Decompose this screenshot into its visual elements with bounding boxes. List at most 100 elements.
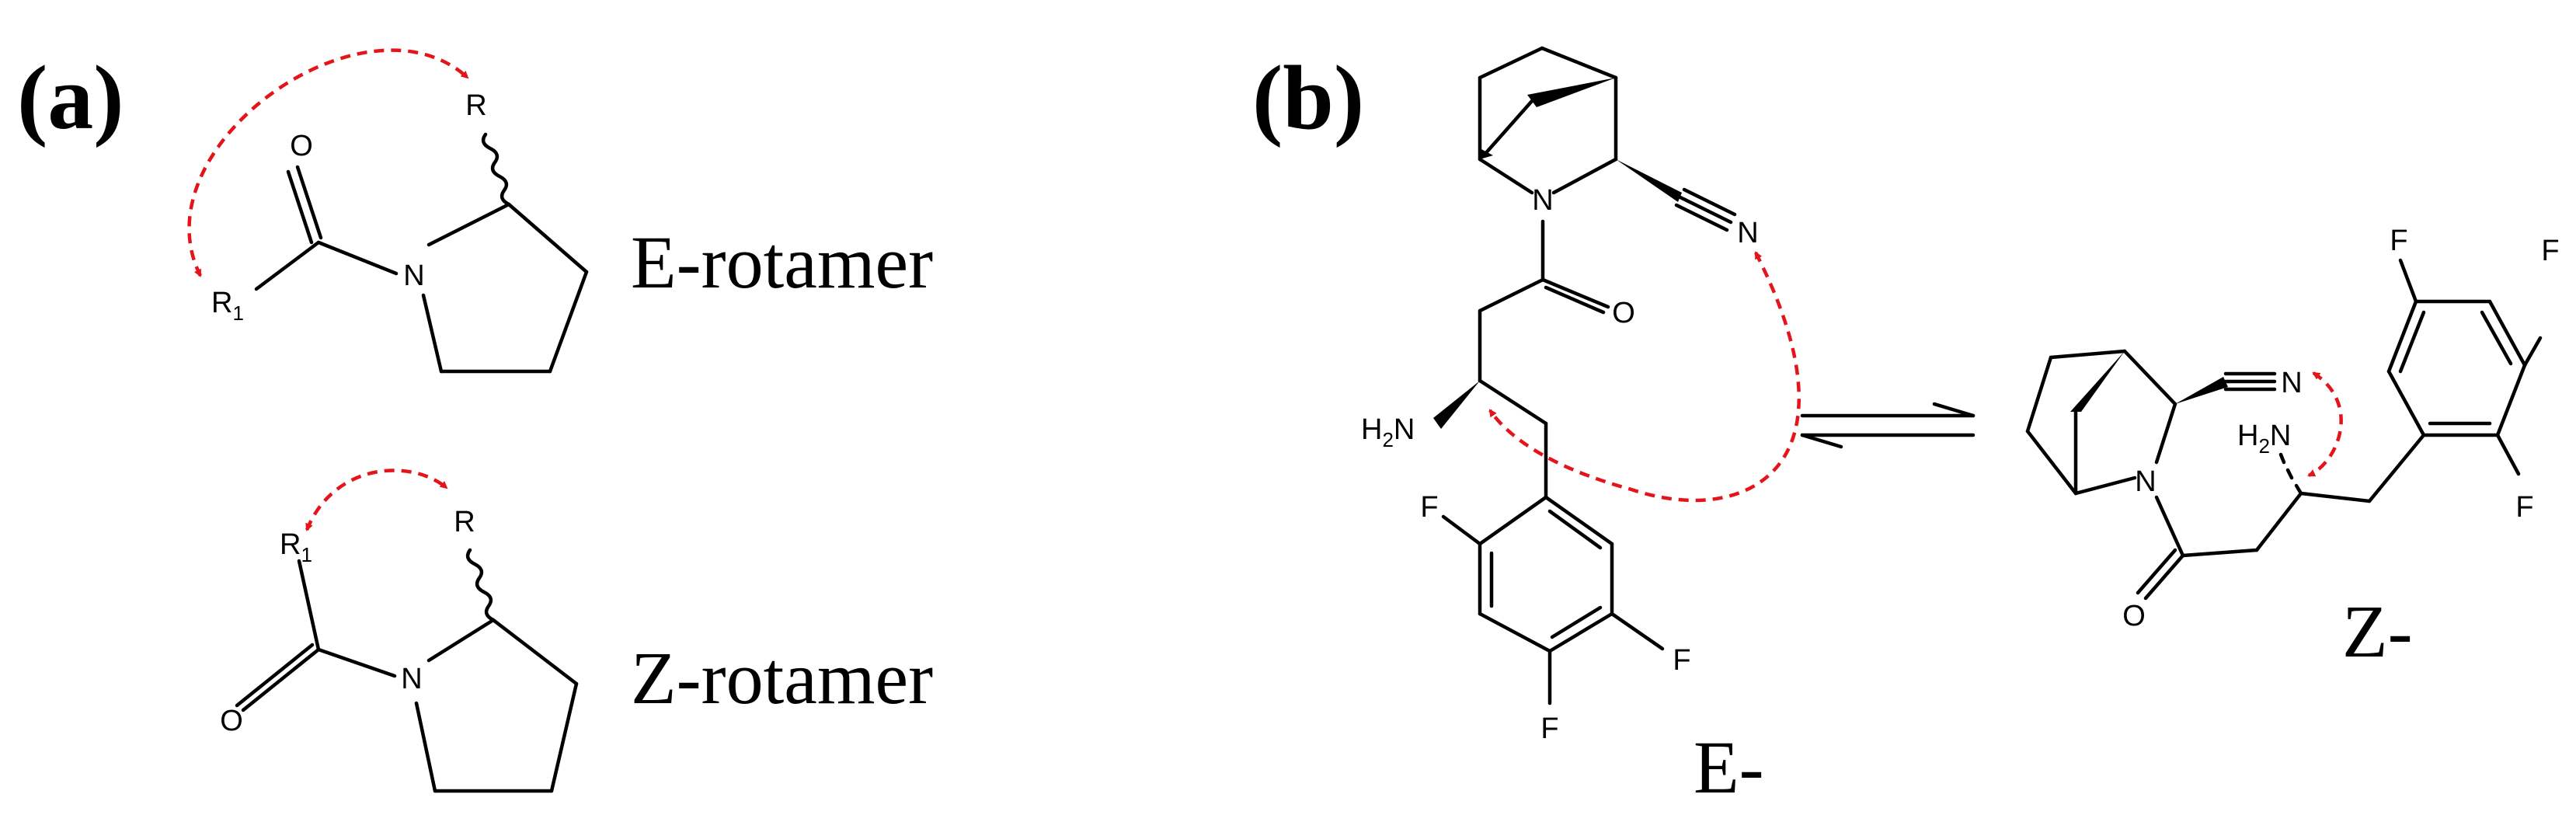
reverse-arrow-barb (1800, 433, 1843, 449)
nitrogen-atom: N (2281, 367, 2302, 399)
z-rotamer-structure: O N R R1 (220, 469, 579, 793)
carbonyl-bond (2136, 548, 2177, 595)
aromatic-bond (2398, 310, 2426, 374)
bond (2398, 258, 2418, 304)
e-conformer-caption: E- (1694, 726, 1764, 809)
bond (2495, 433, 2521, 476)
bond (316, 647, 397, 678)
wedge-bond (2070, 351, 2125, 412)
carbonyl-bond (1540, 277, 1610, 309)
bond (2299, 491, 2372, 503)
z-rotamer-caption: Z-rotamer (631, 636, 933, 719)
oxygen-atom: O (1612, 297, 1635, 329)
nitrogen-atom: N (1532, 184, 1553, 217)
nitrogen-atom: N (2135, 465, 2156, 498)
r-group: R (465, 89, 486, 122)
amine-group: H2N (2237, 420, 2291, 458)
dashed-double-headed-arrow-icon (2307, 371, 2343, 478)
ring-bond (2122, 349, 2177, 406)
ring-bond (1478, 495, 1548, 546)
bond (1478, 378, 1548, 426)
ring-bond (2049, 349, 2127, 360)
amine-group: H2N (1361, 413, 1415, 451)
e-conformer-structure: N N O H2N F F F (1361, 46, 1801, 745)
ring-bond (1478, 157, 1534, 195)
ring-bond (506, 202, 589, 274)
ring-bond (548, 270, 589, 374)
ring-bond (2025, 355, 2053, 434)
oxygen-atom: O (290, 130, 313, 162)
aromatic-bond (1547, 509, 1603, 550)
ring-bond (1478, 46, 1544, 80)
bond (2181, 548, 2259, 558)
ring-bond (1478, 611, 1552, 653)
e-rotamer-caption: E-rotamer (631, 221, 933, 304)
hashed-wedge-bond (2278, 452, 2303, 496)
carbonyl-bond (2143, 553, 2185, 601)
panel-b-label: (b) (1252, 47, 1364, 148)
bond (426, 202, 511, 247)
carbonyl-bond (241, 647, 321, 712)
bond (1610, 611, 1665, 651)
aromatic-bond (1550, 605, 1603, 639)
e-rotamer-structure: O N R R1 (187, 48, 589, 374)
bond (1478, 277, 1545, 313)
ring-bond (2386, 369, 2426, 437)
panel-a-label: (a) (17, 47, 124, 148)
equilibrium-arrows-icon (1800, 402, 1976, 449)
nitrogen-atom: N (1737, 217, 1758, 249)
bond (426, 618, 496, 663)
bond (2154, 495, 2185, 558)
bond (1441, 514, 1482, 546)
oxygen-atom: O (2122, 600, 2146, 632)
bond (2254, 491, 2303, 552)
bond (316, 240, 399, 276)
ring-bond (2154, 402, 2177, 465)
carbonyl-bond (295, 165, 323, 240)
fluorine-atom: F (2390, 225, 2407, 257)
r-group: R (454, 506, 475, 538)
aromatic-bond (2480, 310, 2513, 366)
fluorine-atom: F (1673, 644, 1690, 677)
bond (2522, 336, 2543, 367)
ring-bond (2386, 299, 2418, 374)
bond (254, 240, 321, 291)
ring-bond (491, 618, 579, 686)
fluorine-atom: F (2515, 491, 2533, 524)
ring-bond (414, 701, 437, 793)
wavy-bond (465, 548, 496, 622)
dashed-double-headed-arrow-icon (305, 469, 448, 531)
triple-bond (1678, 195, 1733, 225)
carbonyl-bond (235, 643, 315, 708)
nitrogen-atom: N (403, 260, 424, 292)
r1-group: R1 (211, 287, 244, 325)
dashed-double-headed-arrow-icon (187, 48, 469, 277)
fluorine-atom: F (1540, 712, 1558, 745)
ring-bond (421, 293, 444, 374)
z-conformer-structure: N N O H2N F F F (2025, 225, 2560, 632)
wedge-bond (1616, 159, 1682, 202)
dashed-double-headed-arrow-icon (1488, 251, 1801, 503)
fluorine-atom: F (1420, 491, 1438, 524)
ring-bond (1544, 495, 1614, 546)
ring-bond (2487, 299, 2527, 367)
wedge-bond (1433, 381, 1480, 429)
ring-bond (549, 681, 579, 793)
r1-group: R1 (280, 528, 312, 566)
triple-bond (1674, 203, 1729, 232)
fluorine-atom: F (2541, 235, 2559, 267)
ring-bond (2495, 363, 2527, 437)
wedge-bond (1527, 78, 1616, 107)
ring-bond (1540, 46, 1618, 80)
wedge-bond (1480, 148, 1493, 159)
bond (2367, 433, 2426, 503)
bond (297, 559, 321, 652)
ring-bond (2025, 429, 2078, 496)
bridge-bond (1481, 99, 1534, 158)
forward-arrow-barb (1932, 402, 1976, 418)
triple-bond (1682, 187, 1737, 217)
wavy-bond (481, 132, 511, 207)
oxygen-atom: O (220, 705, 243, 737)
ring-bond (1547, 611, 1614, 653)
